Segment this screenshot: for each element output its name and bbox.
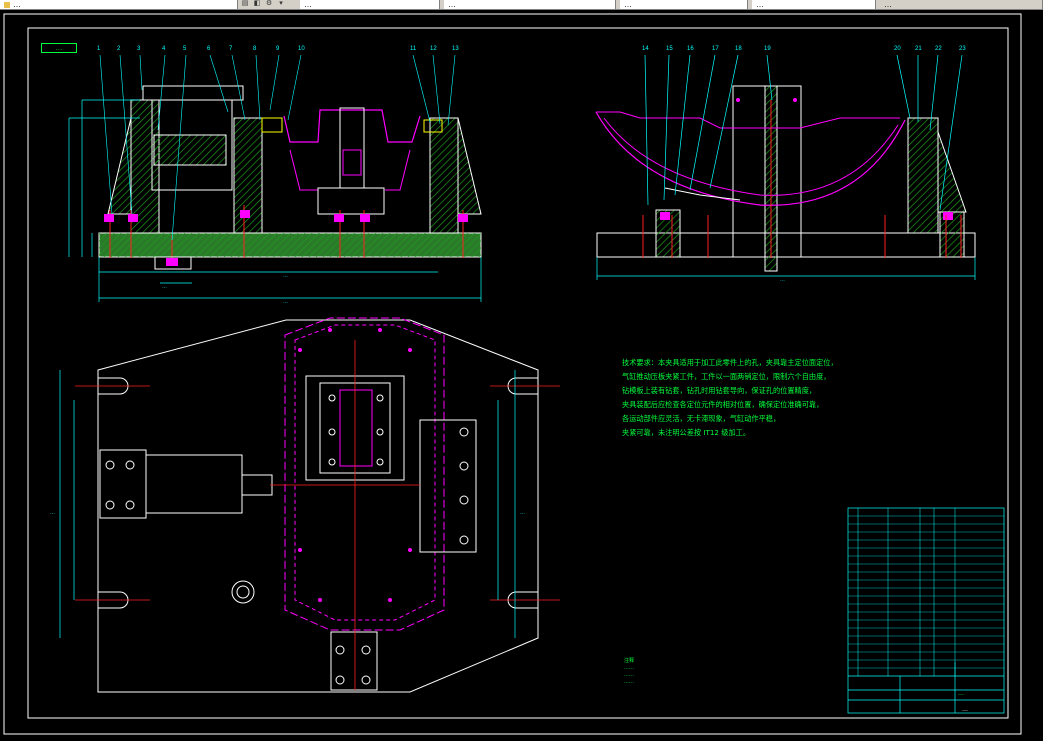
tech-note-line: 技术要求：本夹具适用于加工此零件上的孔，夹具靠主定位面定位， bbox=[622, 358, 838, 367]
dimension-label: … bbox=[780, 277, 785, 283]
open-icon[interactable]: ▤ bbox=[241, 0, 249, 7]
callout-number: 5 bbox=[183, 46, 187, 52]
view-label-badge: … bbox=[41, 43, 77, 53]
callout-number: 10 bbox=[298, 46, 305, 52]
tech-note-line: 气缸推动压板夹紧工件，工件以一面两销定位，限制六个自由度， bbox=[622, 372, 831, 381]
document-tab-2[interactable]: … bbox=[300, 0, 440, 9]
document-tab-bar: … ▤ ◧ ⚙ ▾ … … … … … bbox=[0, 0, 1043, 10]
tech-note-line: 钻模板上装有钻套，钻孔时用钻套导向，保证孔的位置精度， bbox=[622, 386, 817, 395]
dimension-label: … bbox=[283, 299, 288, 305]
document-tab-5[interactable]: … bbox=[752, 0, 876, 9]
callout-number: 14 bbox=[642, 46, 649, 52]
parts-list-lines bbox=[857, 508, 956, 676]
callout-number: 3 bbox=[137, 46, 141, 52]
callout-number: 9 bbox=[276, 46, 280, 52]
callout-number: 12 bbox=[430, 46, 437, 52]
callout-number: 6 bbox=[207, 46, 211, 52]
sheet-inner-border bbox=[27, 27, 1009, 719]
title-block-name: … bbox=[958, 690, 964, 697]
drawing-file-icon bbox=[4, 1, 10, 8]
callout-number: 13 bbox=[452, 46, 459, 52]
tab-label: … bbox=[624, 0, 632, 9]
front-view bbox=[68, 54, 482, 302]
top-view bbox=[59, 317, 560, 693]
callout-number: 15 bbox=[666, 46, 673, 52]
tech-note-line: 各运动部件应灵活，无卡滞现象，气缸动作平稳， bbox=[622, 414, 781, 423]
tab-label: … bbox=[756, 0, 764, 9]
small-notes: 注释 …… …… …… bbox=[624, 658, 634, 686]
callout-number: 11 bbox=[410, 46, 417, 52]
callout-number: 17 bbox=[712, 46, 719, 52]
cad-drawing bbox=[3, 13, 1022, 735]
document-tab-4[interactable]: … bbox=[620, 0, 748, 9]
document-tab-3[interactable]: … bbox=[444, 0, 616, 9]
dimension-label: … bbox=[520, 510, 525, 516]
document-tab-1[interactable]: … bbox=[0, 0, 238, 9]
parts-list-rows bbox=[848, 515, 1004, 669]
title-block-code: … bbox=[962, 706, 968, 713]
callout-number: 8 bbox=[253, 46, 257, 52]
properties-icon[interactable]: ◧ bbox=[253, 0, 261, 7]
title-block bbox=[847, 507, 1005, 714]
sheet-outer-border bbox=[3, 13, 1022, 735]
small-note-line: …… bbox=[624, 679, 634, 685]
tech-note-line: 夹具装配后应检查各定位元件的相对位置，确保定位准确可靠， bbox=[622, 400, 824, 409]
callout-number: 18 bbox=[735, 46, 742, 52]
callout-number: 22 bbox=[935, 46, 942, 52]
callout-number: 20 bbox=[894, 46, 901, 52]
menu-icon[interactable]: ▾ bbox=[279, 0, 283, 7]
callout-number: 21 bbox=[915, 46, 922, 52]
tab-label: … bbox=[884, 0, 892, 9]
tab-label: … bbox=[304, 0, 312, 9]
callout-number: 2 bbox=[117, 46, 121, 52]
callout-number: 7 bbox=[229, 46, 233, 52]
cad-canvas[interactable]: … 技术要求：本夹具适用于加工此零件上的孔，夹具靠主定位面定位， 气缸推动压板夹… bbox=[0, 10, 1043, 741]
tab-label: … bbox=[448, 0, 456, 9]
callout-number: 16 bbox=[687, 46, 694, 52]
tech-note-line: 夹紧可靠，未注明公差按 IT12 级加工。 bbox=[622, 428, 751, 437]
callout-number: 19 bbox=[764, 46, 771, 52]
small-note-line: 注释 bbox=[624, 658, 635, 664]
tab-label: … bbox=[13, 0, 21, 9]
callout-number: 1 bbox=[97, 46, 101, 52]
dimension-label: … bbox=[162, 284, 167, 290]
settings-icon[interactable]: ⚙ bbox=[265, 0, 273, 7]
document-tab-6[interactable]: … bbox=[880, 0, 1043, 9]
small-note-line: …… bbox=[624, 665, 634, 671]
callout-number: 4 bbox=[162, 46, 166, 52]
dimension-label: … bbox=[50, 510, 55, 516]
callout-number: 23 bbox=[959, 46, 966, 52]
dimension-label: … bbox=[283, 273, 288, 279]
small-note-line: …… bbox=[624, 672, 634, 678]
tech-notes: 技术要求：本夹具适用于加工此零件上的孔，夹具靠主定位面定位， 气缸推动压板夹紧工… bbox=[622, 356, 854, 440]
side-view bbox=[595, 54, 976, 280]
